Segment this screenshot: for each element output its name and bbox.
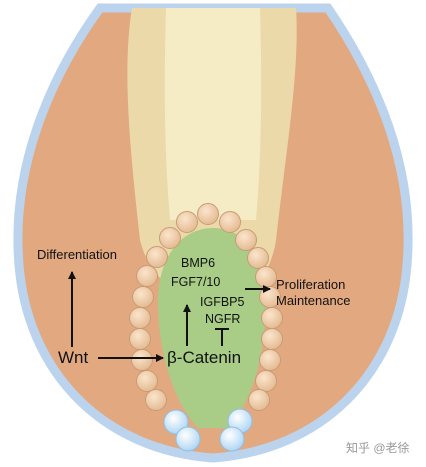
differentiation-label: Differentiation [37,247,117,262]
watermark: 知乎 @老徐 [346,441,410,455]
beta-catenin-label: β-Catenin [167,348,242,367]
ngfr-label: NGFR [205,312,241,326]
proliferation-label: Proliferation [276,277,346,292]
hair-shaft [164,8,262,220]
igfbp5-label: IGFBP5 [200,295,245,309]
matrix-cells [129,203,283,411]
dermal-papilla [158,228,266,428]
stem-cells [163,408,253,452]
maintenance-label: Maintenance [276,293,351,308]
wnt-label: Wnt [58,348,89,367]
fgf-label: FGF7/10 [171,275,221,289]
bmp6-label: BMP6 [181,256,216,270]
